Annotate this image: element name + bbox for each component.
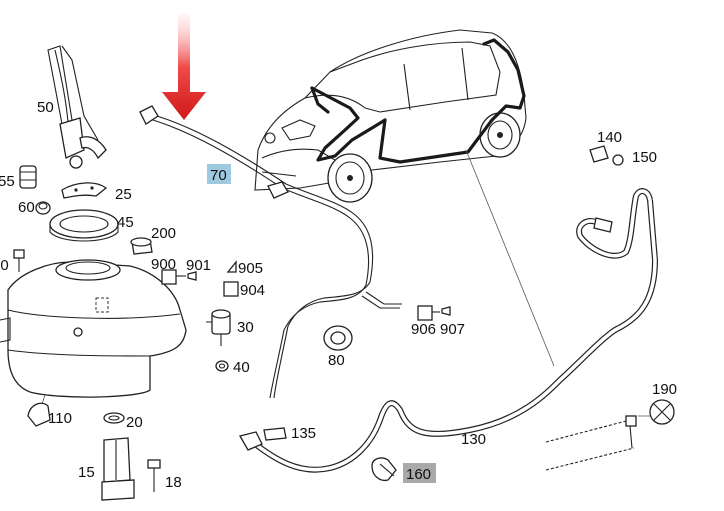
label-190: 190 <box>652 381 677 398</box>
label-40: 40 <box>233 359 250 376</box>
label-80: 80 <box>328 352 345 369</box>
label-130: 130 <box>461 431 486 448</box>
part-110-cap <box>27 402 51 427</box>
label-18: 18 <box>165 474 182 491</box>
part-18-bolt <box>147 459 161 492</box>
label-20: 20 <box>126 414 143 431</box>
label-70-highlight <box>207 164 231 184</box>
part-80-grommet <box>323 325 353 351</box>
label-140: 140 <box>597 129 622 146</box>
part-40-seal <box>215 360 229 372</box>
washer-hose <box>145 113 659 473</box>
part-140-nozzle <box>589 145 609 163</box>
label-160-highlight <box>403 463 436 483</box>
part-45-gasket <box>49 209 119 242</box>
label-70: 70 <box>210 167 227 184</box>
part-200-plug <box>130 237 153 255</box>
label-907: 907 <box>440 321 465 338</box>
label-200: 200 <box>151 225 176 242</box>
label-30: 30 <box>237 319 254 336</box>
label-110: 110 <box>48 410 72 427</box>
part-901-pin <box>187 271 197 281</box>
label-50: 50 <box>37 99 54 116</box>
part-907-pin <box>441 306 451 316</box>
label-15: 15 <box>78 464 95 481</box>
label-901: 901 <box>186 257 211 274</box>
part-labels: 50 55 25 60 45 200 10 900 901 905 904 30… <box>0 99 677 491</box>
label-55: 55 <box>0 173 15 190</box>
part-70-nozzle <box>139 105 289 199</box>
part-190-clamp <box>545 399 675 471</box>
part-15-bracket <box>101 437 135 501</box>
label-900: 900 <box>151 256 176 273</box>
label-150: 150 <box>632 149 657 166</box>
part-150-ring <box>612 154 624 166</box>
part-904-connector <box>223 281 239 297</box>
part-55-grommet <box>19 165 37 189</box>
washer-reservoir-tank <box>0 259 187 398</box>
part-30-washer-pump <box>206 309 231 346</box>
part-905-cap <box>226 260 237 273</box>
label-906: 906 <box>411 321 436 338</box>
label-135: 135 <box>291 425 316 442</box>
part-900-connector <box>161 269 186 285</box>
part-60-cap <box>35 201 51 215</box>
part-20-ring <box>103 412 125 424</box>
part-906-connector <box>417 305 440 321</box>
label-904: 904 <box>240 282 265 299</box>
part-10-bolt <box>13 249 25 272</box>
label-905: 905 <box>238 260 263 277</box>
label-45: 45 <box>117 214 134 231</box>
label-25: 25 <box>115 186 132 203</box>
part-160-clip <box>371 457 397 482</box>
label-10: 10 <box>0 257 9 274</box>
red-pointer-arrow-icon <box>162 14 206 120</box>
label-60: 60 <box>18 199 35 216</box>
part-25-bracket <box>61 182 108 199</box>
car-illustration <box>254 29 527 203</box>
label-160: 160 <box>406 466 431 483</box>
part-50-filler-neck <box>47 45 107 169</box>
part-135-elbow-connector <box>239 427 287 451</box>
